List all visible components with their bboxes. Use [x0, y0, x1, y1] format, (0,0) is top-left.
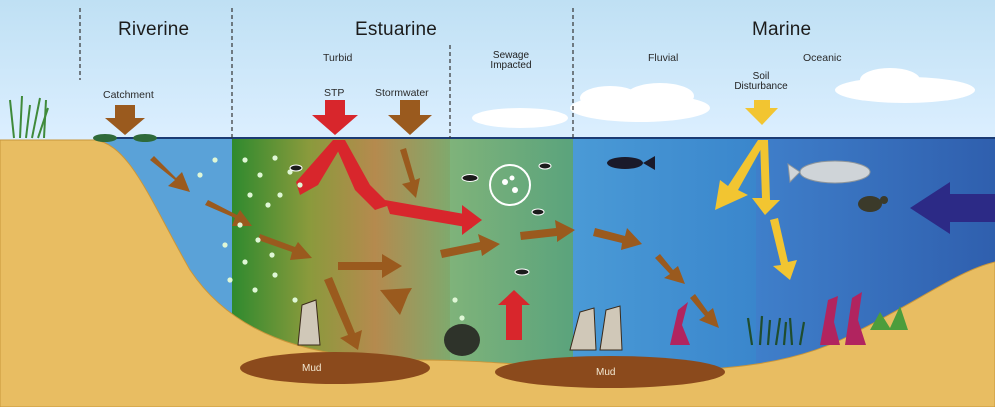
subzone-label-sewage: Sewage Impacted: [482, 51, 540, 71]
mud-label-left: Mud: [302, 364, 321, 374]
mud-label-right: Mud: [596, 368, 615, 378]
input-label-stormwater: Stormwater: [375, 88, 429, 99]
mud-patch-left: [240, 352, 430, 384]
subzone-label-turbid: Turbid: [323, 53, 352, 64]
subzone-label-fluvial: Fluvial: [648, 53, 678, 64]
zone-label-estuarine: Estuarine: [355, 20, 437, 39]
zone-label-riverine: Riverine: [118, 20, 189, 39]
input-label-soil-disturbance: Soil Disturbance: [718, 72, 804, 92]
fluvial-water: [573, 138, 758, 368]
input-label-catchment: Catchment: [103, 90, 154, 101]
input-label-soil-line2: Disturbance: [718, 82, 804, 92]
input-label-stp: STP: [324, 88, 344, 99]
rock-reef-icon: [444, 324, 480, 356]
subzone-label-sewage-line2: Impacted: [482, 61, 540, 71]
zone-label-marine: Marine: [752, 20, 811, 39]
subzone-label-oceanic: Oceanic: [803, 53, 842, 64]
